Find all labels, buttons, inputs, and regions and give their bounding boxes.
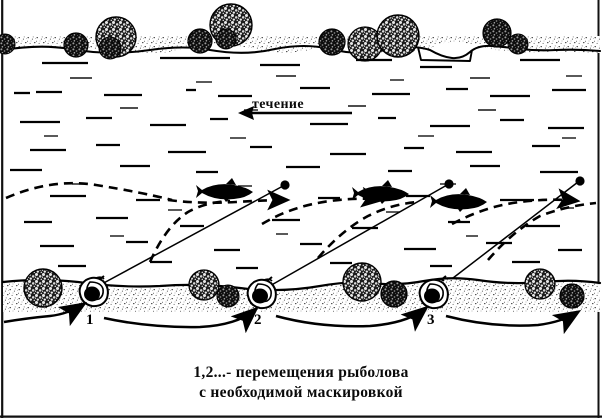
- movement-arrows: [3, 302, 582, 335]
- angler-figures: [78, 276, 449, 310]
- angler-1: [78, 276, 109, 308]
- flow-label: течение: [252, 97, 304, 112]
- position-label-1: 1: [86, 312, 94, 328]
- angler-3: [418, 278, 449, 310]
- near-bank-bushes: [23, 262, 585, 309]
- position-label-2: 2: [254, 312, 262, 328]
- flow-arrow: [238, 106, 352, 120]
- cast-lines: [99, 181, 579, 289]
- fish-silhouettes: [196, 178, 487, 212]
- caption-line-2: с необходимой маскировкой: [199, 384, 403, 401]
- fish-path-dashed: [5, 181, 597, 263]
- position-label-3: 3: [427, 312, 435, 328]
- position-numbers: 1 2 3: [86, 312, 435, 328]
- far-bank-bushes: [0, 3, 529, 62]
- water-surface: [10, 56, 586, 270]
- floats: [280, 176, 585, 190]
- angler-2: [246, 278, 277, 310]
- caption-line-1: 1,2...- перемещения рыболова: [193, 364, 409, 381]
- near-bank: [1, 277, 602, 312]
